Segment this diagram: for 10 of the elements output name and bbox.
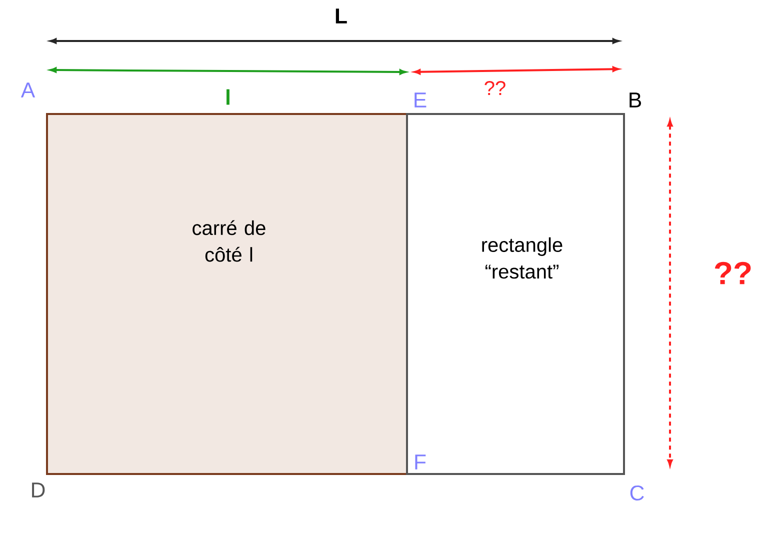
square: carré de côté l xyxy=(46,113,408,475)
dimension-label: ?? xyxy=(714,262,751,284)
point-label: B xyxy=(630,92,641,108)
point-label: A xyxy=(20,82,36,98)
dimension-label: ?? xyxy=(484,81,506,95)
dimension-label: L xyxy=(336,8,347,24)
point-label: D xyxy=(32,482,45,498)
point-label: C xyxy=(630,485,644,501)
point-label: E xyxy=(414,92,426,108)
point-label: F xyxy=(415,454,426,470)
